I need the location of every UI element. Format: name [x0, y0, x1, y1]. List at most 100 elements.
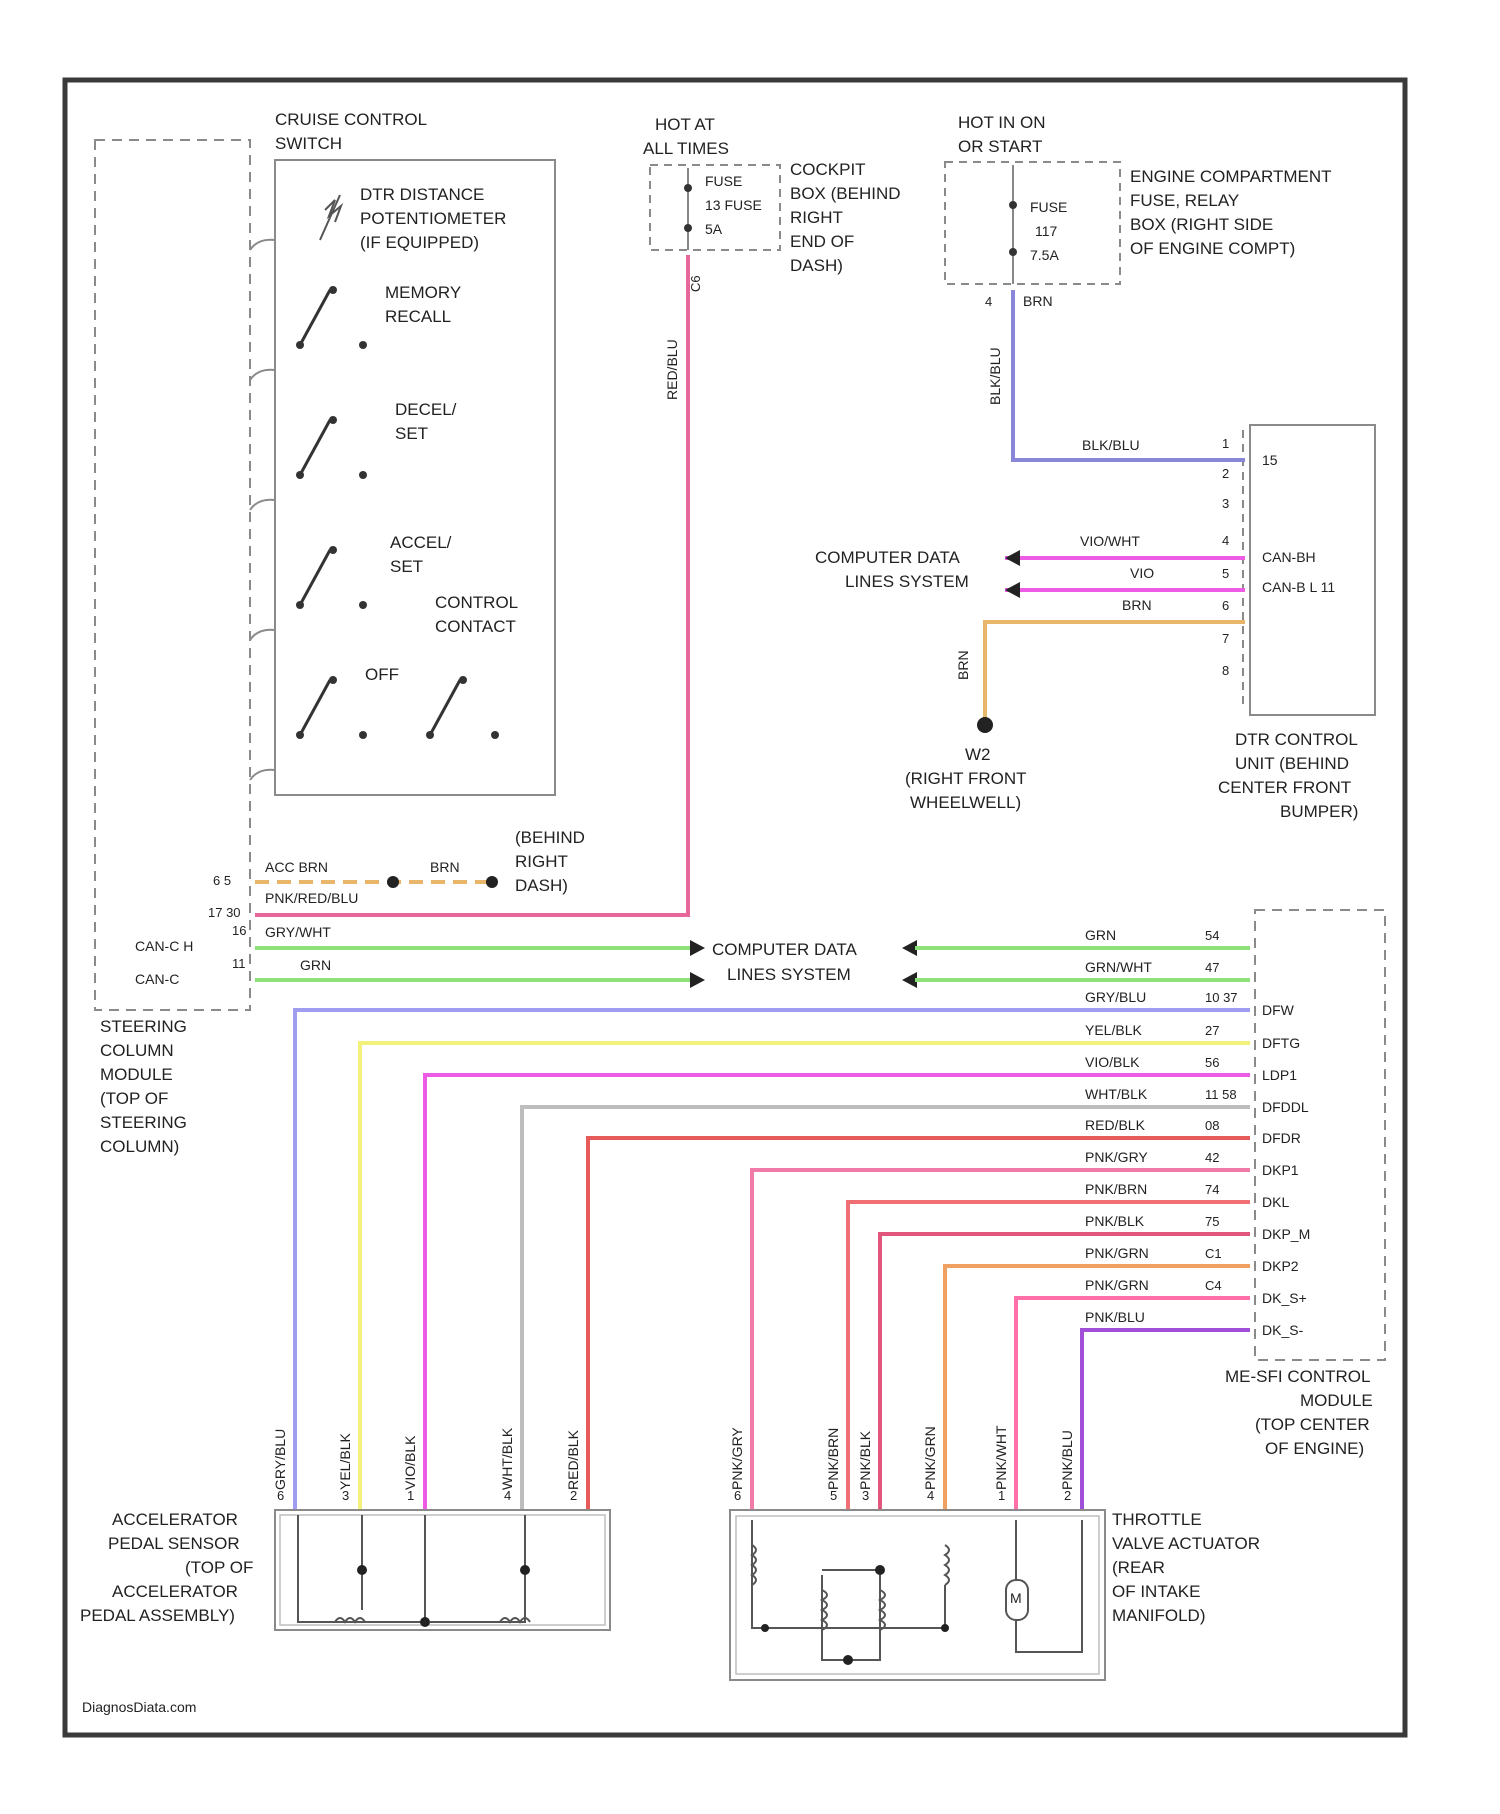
dtr-pin-num-2: 2 — [1222, 466, 1229, 481]
accel-set-switch — [296, 546, 367, 609]
me-can-h-arrow — [902, 940, 917, 956]
accel-wire-label: VIO/BLK — [402, 1435, 418, 1490]
cockpit-fuse-wire — [255, 255, 688, 915]
accel-wire-label: YEL/BLK — [337, 1433, 353, 1490]
me-sfi-control-module: ME-SFI CONTROL MODULE (TOP CENTER OF ENG… — [1225, 910, 1385, 1458]
steering-module-title-4: (TOP OF — [100, 1089, 168, 1108]
throttle-wire-label: PNK/GRY — [729, 1427, 745, 1490]
dtr-label-3: (IF EQUIPPED) — [360, 233, 479, 252]
throttle-pin-label: 1 — [998, 1488, 1005, 1503]
cockpit-box-5: DASH) — [790, 256, 843, 275]
accel-pin-label: 2 — [570, 1488, 577, 1503]
me-row-wire-label: PNK/GRN — [1085, 1245, 1149, 1261]
throttle-pin-label: 2 — [1064, 1488, 1071, 1503]
dtr-ground-wire: BRN — [955, 650, 971, 680]
me-sfi-title-3: (TOP CENTER — [1255, 1415, 1370, 1434]
throttle-wire-label: PNK/BLU — [1059, 1430, 1075, 1490]
cruise-switch-title-1: CRUISE CONTROL — [275, 110, 427, 129]
can-cl-label: CAN-C — [135, 971, 179, 987]
throttle-pin-label: 6 — [734, 1488, 741, 1503]
accel-wiper-2 — [520, 1565, 530, 1575]
throttle-node-4 — [941, 1624, 949, 1632]
throttle-title-4: OF INTAKE — [1112, 1582, 1200, 1601]
engine-box-4: OF ENGINE COMPT) — [1130, 239, 1295, 258]
steering-pin-c: 16 — [232, 923, 246, 938]
me-row-terminal: DKP1 — [1262, 1162, 1299, 1178]
hot-in-on-1: HOT IN ON — [958, 113, 1046, 132]
dtr-cdl-1: COMPUTER DATA — [815, 548, 960, 567]
engine-fuse-outline — [945, 162, 1120, 284]
cockpit-fuse-label-3: 5A — [705, 221, 723, 237]
control-contact-label-1: CONTROL — [435, 593, 518, 612]
dtr-wires — [985, 290, 1245, 720]
me-row-terminal: DKP_M — [1262, 1226, 1310, 1242]
memory-label-1: MEMORY — [385, 283, 461, 302]
dtr-pin-num-1: 1 — [1222, 436, 1229, 451]
accel-wire-label: WHT/BLK — [499, 1427, 515, 1490]
dtr-cdl-2: LINES SYSTEM — [845, 572, 969, 591]
dtr-unit-box — [1250, 425, 1375, 715]
central-cdl-2: LINES SYSTEM — [727, 965, 851, 984]
accel-ground-node — [420, 1617, 430, 1627]
hot-in-on-2: OR START — [958, 137, 1042, 156]
engine-fuse-wire-color: BLK/BLU — [987, 347, 1003, 405]
dtr-can-l-arrow — [1005, 582, 1020, 598]
dtr-wire-viowht: VIO/WHT — [1080, 533, 1140, 549]
cockpit-fuse-label-1: FUSE — [705, 173, 742, 189]
accel-label-1: ACCEL/ — [390, 533, 452, 552]
me-row-terminal: LDP1 — [1262, 1067, 1297, 1083]
dtr-power-wire — [1013, 290, 1245, 460]
can-ch-label: CAN-C H — [135, 938, 193, 954]
accel-title-2: PEDAL SENSOR — [108, 1534, 240, 1553]
accel-title-1: ACCELERATOR — [112, 1510, 238, 1529]
me-row-terminal: DFTG — [1262, 1035, 1300, 1051]
watermark: DiagnosDiata.com — [82, 1699, 196, 1715]
off-label: OFF — [365, 665, 399, 684]
accel-title-4: ACCELERATOR — [112, 1582, 238, 1601]
me-row-pin: 10 37 — [1205, 990, 1238, 1005]
me-row-pin: 54 — [1205, 928, 1219, 943]
engine-fuse-label-2: 117 — [1035, 223, 1058, 239]
decel-label-1: DECEL/ — [395, 400, 457, 419]
dtr-ground-symbol — [977, 717, 993, 733]
me-row-wire-label: WHT/BLK — [1085, 1086, 1148, 1102]
accel-track-2 — [430, 1515, 525, 1622]
accel-sensor-inner — [280, 1515, 605, 1625]
throttle-pin-label: 4 — [927, 1488, 934, 1503]
dtr-pin-can-bh: CAN-BH — [1262, 549, 1316, 565]
cruise-switch-box — [275, 160, 555, 795]
dtr-title-1: DTR CONTROL — [1235, 730, 1358, 749]
me-row-pin: 27 — [1205, 1023, 1219, 1038]
dtr-label-2: POTENTIOMETER — [360, 209, 506, 228]
dtr-title-4: BUMPER) — [1280, 802, 1358, 821]
dtr-ground-1: W2 — [965, 745, 991, 764]
me-row-wire-label: PNK/GRN — [1085, 1277, 1149, 1293]
me-sfi-title-4: OF ENGINE) — [1265, 1439, 1364, 1458]
throttle-node-2 — [875, 1565, 885, 1575]
control-contact-switch — [426, 676, 499, 739]
behind-right-dash-1: (BEHIND — [515, 828, 585, 847]
throttle-wire-label: PNK/GRN — [922, 1426, 938, 1490]
me-row-pin: 08 — [1205, 1118, 1219, 1133]
me-row-terminal: DFDDL — [1262, 1099, 1309, 1115]
dtr-pin-num-8: 8 — [1222, 663, 1229, 678]
steering-wire-a: ACC BRN — [265, 859, 328, 875]
accelerator-pedal-sensor: ACCELERATOR PEDAL SENSOR (TOP OF ACCELER… — [80, 1510, 610, 1630]
me-row-terminal: DFDR — [1262, 1130, 1301, 1146]
me-row-wire-label: PNK/BLK — [1085, 1213, 1145, 1229]
accel-wiper-1 — [357, 1565, 367, 1575]
throttle-node-3 — [843, 1655, 853, 1665]
me-row-terminal: DK_S+ — [1262, 1290, 1307, 1306]
steering-splice-wire: BRN — [430, 859, 460, 875]
cockpit-box-2: BOX (BEHIND — [790, 184, 901, 203]
steering-module-title-2: COLUMN — [100, 1041, 174, 1060]
throttle-wire-label: PNK/BRN — [825, 1428, 841, 1490]
throttle-title-1: THROTTLE — [1112, 1510, 1202, 1529]
dtr-ground-3: WHEELWELL) — [910, 793, 1021, 812]
accel-title-5: PEDAL ASSEMBLY) — [80, 1606, 235, 1625]
throttle-wire-label: PNK/BLK — [857, 1430, 873, 1490]
me-row-wire-label: GRY/BLU — [1085, 989, 1146, 1005]
dtr-pin-num-4: 4 — [1222, 533, 1229, 548]
throttle-title-2: VALVE ACTUATOR — [1112, 1534, 1260, 1553]
steering-pin-b: 17 30 — [208, 905, 241, 920]
